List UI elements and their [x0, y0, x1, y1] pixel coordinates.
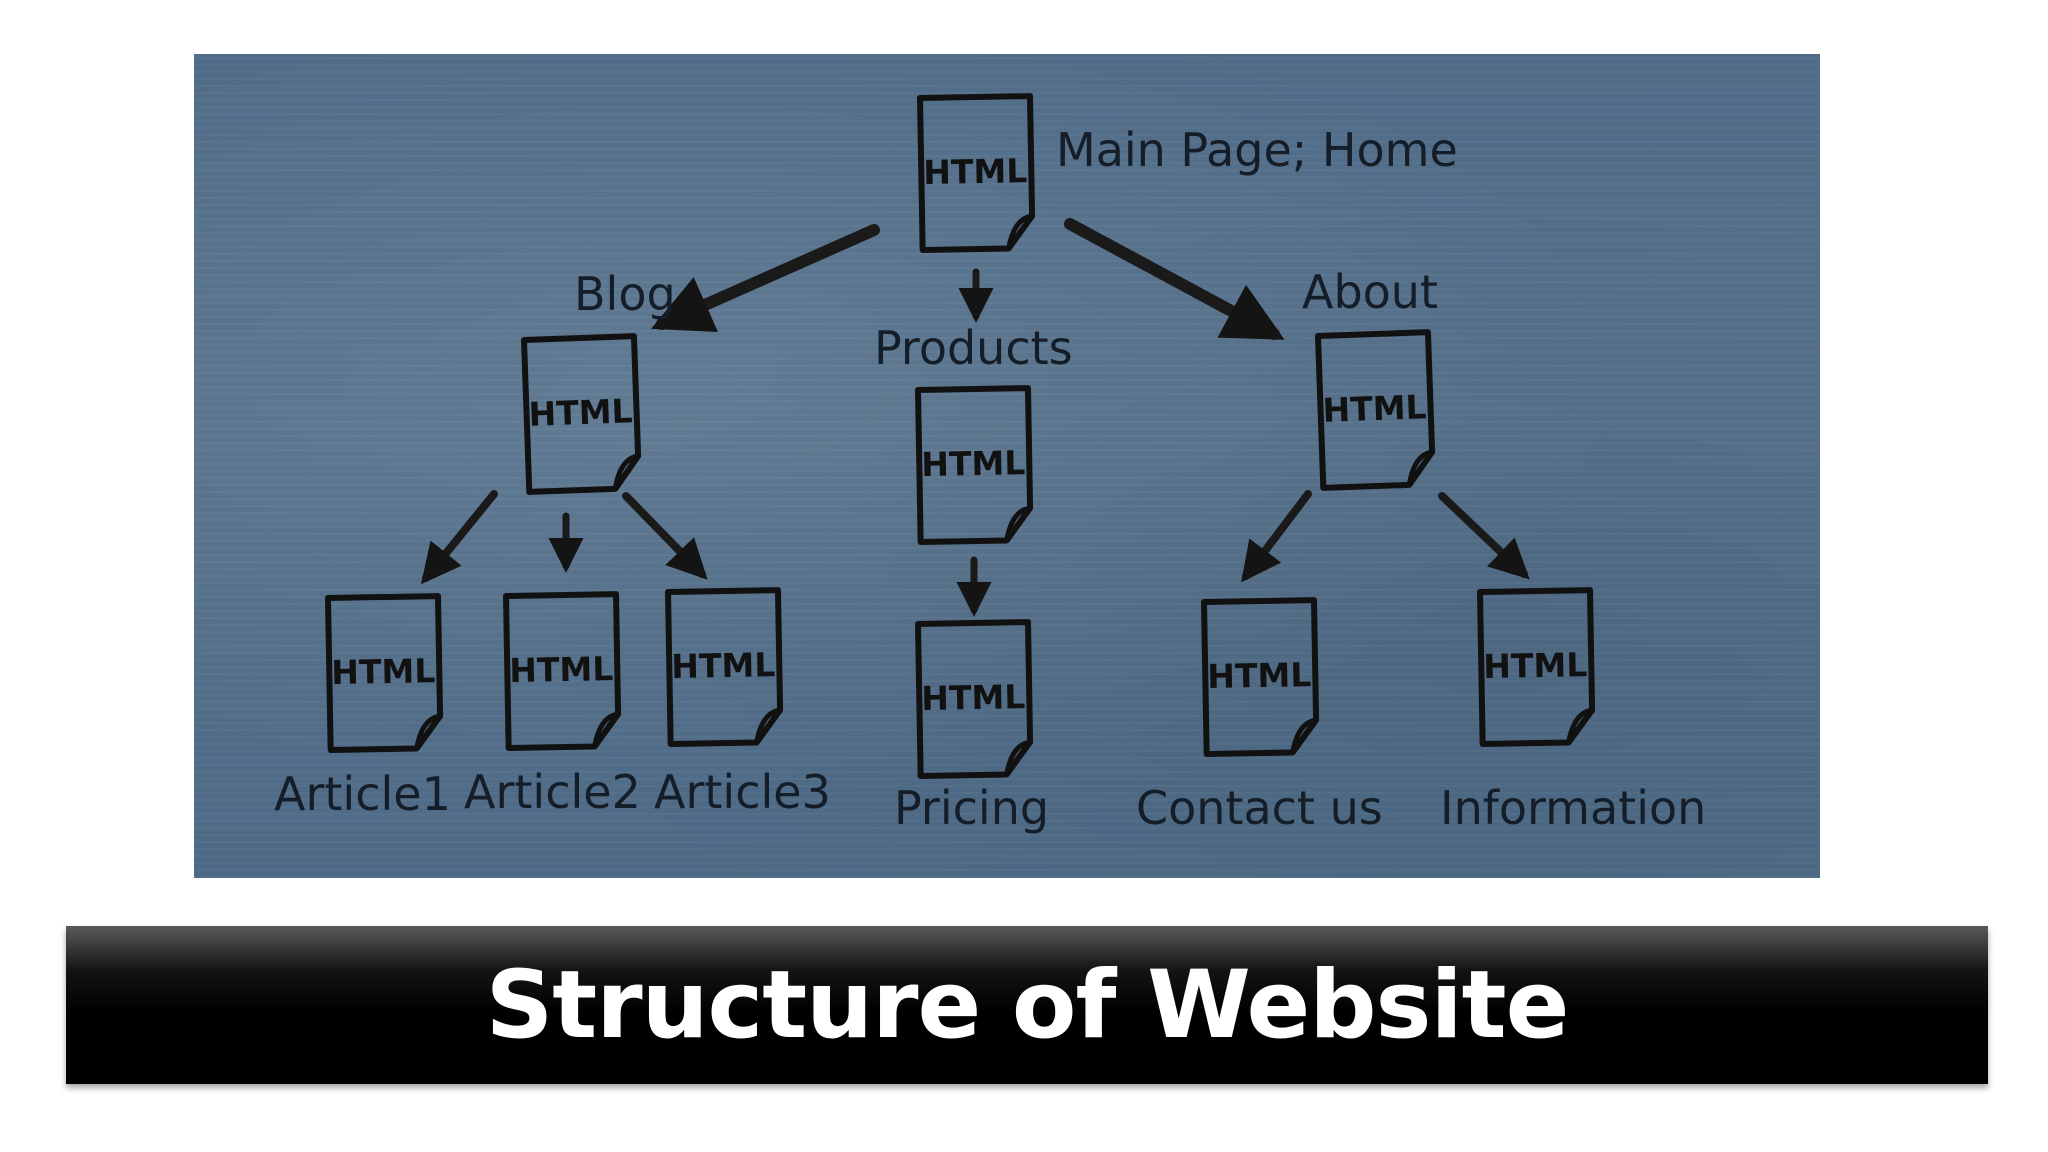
label-about: About	[1302, 265, 1438, 319]
arrow-about-contact	[1241, 490, 1312, 583]
arrow-about-information	[1438, 492, 1530, 580]
title-banner: Structure of Website	[66, 926, 1988, 1084]
node-article1: HTML	[328, 596, 441, 750]
label-blog: Blog	[574, 267, 676, 321]
arrow-blog-article3	[622, 492, 708, 580]
label-information: Information	[1440, 781, 1706, 835]
node-about: HTML	[1318, 332, 1433, 488]
label-products: Products	[874, 321, 1073, 375]
label-home: Main Page; Home	[1056, 123, 1458, 177]
node-pricing: HTML	[918, 622, 1031, 776]
html-doc-label: HTML	[509, 649, 614, 690]
html-doc-label: HTML	[1207, 655, 1312, 696]
html-doc-label: HTML	[528, 391, 633, 434]
html-doc-label: HTML	[1322, 387, 1427, 430]
node-article2: HTML	[506, 594, 619, 748]
node-blog: HTML	[524, 336, 639, 492]
html-doc-label: HTML	[921, 677, 1026, 718]
arrow-home-blog	[651, 224, 880, 332]
html-doc-label: HTML	[331, 651, 436, 692]
arrow-blog-article1	[420, 490, 498, 585]
html-doc-label: HTML	[671, 645, 776, 686]
html-doc-label: HTML	[1483, 645, 1588, 686]
slide-title: Structure of Website	[485, 950, 1570, 1060]
label-article3: Article3	[654, 765, 831, 819]
node-products: HTML	[918, 388, 1031, 542]
label-article2: Article2	[464, 765, 641, 819]
html-doc-label: HTML	[923, 151, 1028, 192]
html-doc-label: HTML	[921, 443, 1026, 484]
label-contact: Contact us	[1136, 781, 1383, 835]
website-structure-diagram: HTML Main Page; Home Blog HTML Products …	[194, 54, 1820, 878]
diagram-canvas: HTML Main Page; Home Blog HTML Products …	[274, 54, 1706, 835]
node-home: HTML	[920, 96, 1033, 250]
node-article3: HTML	[668, 590, 781, 744]
label-article1: Article1	[274, 767, 451, 821]
node-contact: HTML	[1204, 600, 1317, 754]
node-information: HTML	[1480, 590, 1593, 744]
label-pricing: Pricing	[894, 781, 1049, 835]
arrow-home-about	[1064, 218, 1285, 340]
arrows	[420, 218, 1530, 617]
